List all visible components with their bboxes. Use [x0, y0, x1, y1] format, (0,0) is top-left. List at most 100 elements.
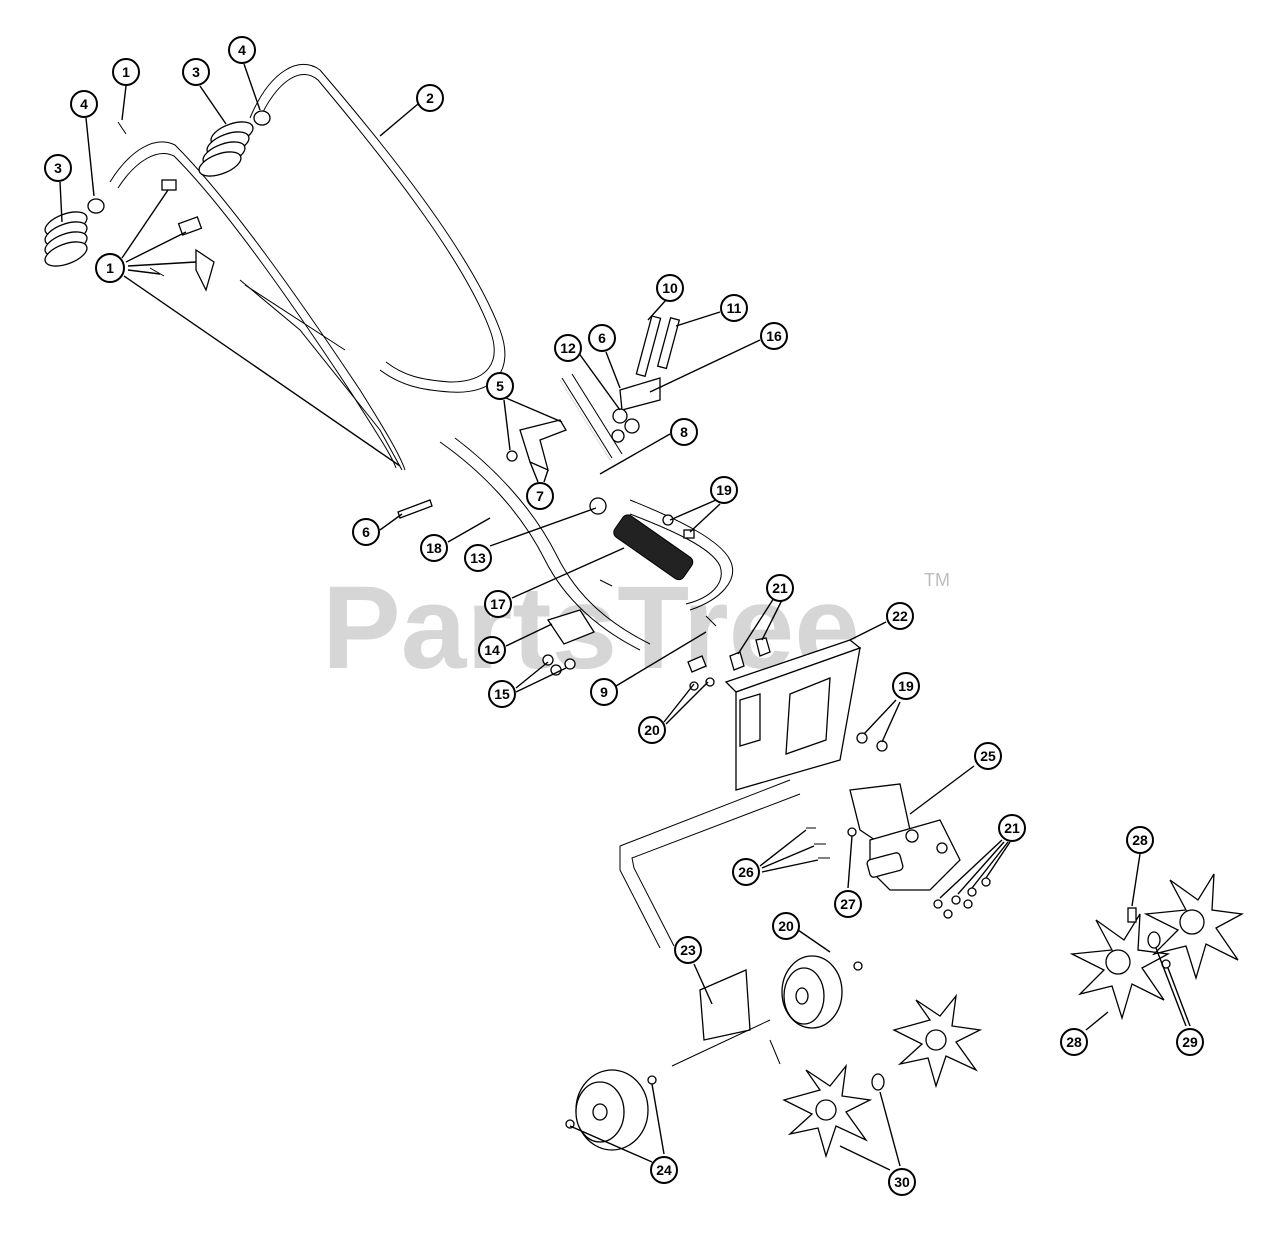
callout-20-upper: 20 [638, 716, 666, 744]
tines-30 [782, 993, 983, 1159]
tine-lower [782, 1063, 873, 1159]
tines-28-29 [1069, 873, 1245, 1021]
callout-6-upper: 6 [588, 324, 616, 352]
svg-text:5: 5 [496, 378, 504, 394]
callout-1-cluster: 1 [95, 253, 125, 283]
svg-text:28: 28 [1066, 1034, 1082, 1050]
callout-4-right: 4 [228, 36, 256, 64]
svg-text:17: 17 [490, 596, 506, 612]
svg-text:4: 4 [238, 42, 246, 58]
callout-28-lower: 28 [1060, 1028, 1088, 1056]
callout-10: 10 [656, 274, 684, 302]
callout-7: 7 [526, 482, 554, 510]
svg-text:18: 18 [426, 540, 442, 556]
tine-shield-22 [687, 637, 888, 791]
svg-text:6: 6 [598, 330, 606, 346]
callout-22: 22 [886, 602, 914, 630]
drag-bar-frame [619, 779, 801, 949]
svg-text:13: 13 [470, 550, 486, 566]
callout-27: 27 [834, 890, 862, 918]
svg-text:25: 25 [980, 748, 996, 764]
callout-9: 9 [590, 678, 618, 706]
wheel-upper [781, 955, 843, 1029]
callout-13: 13 [464, 544, 492, 572]
svg-text:1: 1 [106, 260, 114, 276]
svg-text:29: 29 [1182, 1034, 1198, 1050]
callout-3-right: 3 [182, 58, 210, 86]
svg-text:15: 15 [494, 686, 510, 702]
watermark-tm: TM [924, 570, 950, 590]
callout-19-upper: 19 [710, 476, 738, 504]
callout-23: 23 [674, 936, 702, 964]
svg-text:28: 28 [1132, 832, 1148, 848]
svg-text:7: 7 [536, 488, 544, 504]
svg-text:21: 21 [1004, 820, 1020, 836]
svg-text:9: 9 [600, 684, 608, 700]
callout-17: 17 [484, 590, 512, 618]
svg-text:20: 20 [644, 722, 660, 738]
svg-text:12: 12 [560, 340, 576, 356]
svg-text:11: 11 [727, 300, 742, 316]
wheel-bracket-23 [671, 969, 781, 1067]
svg-text:22: 22 [892, 608, 908, 624]
wheels-24 [565, 955, 863, 1151]
callout-1-top: 1 [112, 58, 140, 86]
svg-text:23: 23 [680, 942, 696, 958]
wheel-lower [575, 1069, 649, 1151]
grip-right [198, 121, 254, 177]
svg-text:6: 6 [362, 524, 370, 540]
callout-3-left: 3 [44, 154, 72, 182]
svg-text:27: 27 [840, 896, 856, 912]
sleeve-17 [613, 514, 694, 581]
callout-8: 8 [670, 418, 698, 446]
svg-text:1: 1 [122, 64, 130, 80]
callout-24: 24 [650, 1156, 678, 1184]
svg-text:20: 20 [778, 918, 794, 934]
svg-text:24: 24 [656, 1162, 672, 1178]
svg-text:3: 3 [192, 64, 200, 80]
callout-25: 25 [974, 742, 1002, 770]
callout-19-lower: 19 [892, 672, 920, 700]
callout-4-left: 4 [70, 90, 98, 118]
callout-29: 29 [1176, 1028, 1204, 1056]
handle-assembly [109, 63, 506, 471]
callout-26: 26 [732, 858, 760, 886]
svg-text:8: 8 [680, 424, 688, 440]
svg-text:21: 21 [772, 580, 788, 596]
callout-28-upper: 28 [1126, 826, 1154, 854]
callout-18: 18 [420, 534, 448, 562]
callout-21-upper: 21 [766, 574, 794, 602]
svg-text:19: 19 [898, 678, 914, 694]
leader-lines [59, 63, 1191, 1171]
callout-30: 30 [888, 1168, 916, 1196]
svg-text:4: 4 [80, 96, 88, 112]
callout-6-left: 6 [352, 518, 380, 546]
callout-5: 5 [486, 372, 514, 400]
callout-20-lower: 20 [772, 912, 800, 940]
control-levers [149, 179, 403, 471]
tine-upper [892, 993, 983, 1089]
handle-grips [44, 110, 271, 267]
svg-text:30: 30 [894, 1174, 910, 1190]
callout-2: 2 [416, 84, 444, 112]
transmission-25 [806, 783, 991, 919]
callout-11: 11 [720, 294, 748, 322]
svg-text:3: 3 [54, 160, 62, 176]
svg-text:26: 26 [738, 864, 754, 880]
upper-frame-parts [397, 315, 734, 676]
svg-text:10: 10 [662, 280, 678, 296]
svg-text:19: 19 [716, 482, 732, 498]
callouts: 1 1 2 3 3 4 4 5 6 6 7 8 9 10 11 12 13 14… [44, 36, 1204, 1196]
tine-left [1069, 913, 1171, 1021]
svg-text:16: 16 [766, 328, 782, 344]
tine-right [1143, 873, 1245, 981]
grip-left [44, 211, 88, 267]
svg-text:2: 2 [426, 90, 434, 106]
callout-16: 16 [760, 322, 788, 350]
callout-14: 14 [478, 636, 506, 664]
callout-12: 12 [554, 334, 582, 362]
svg-text:14: 14 [484, 642, 500, 658]
callout-21-lower: 21 [998, 814, 1026, 842]
callout-15: 15 [488, 680, 516, 708]
